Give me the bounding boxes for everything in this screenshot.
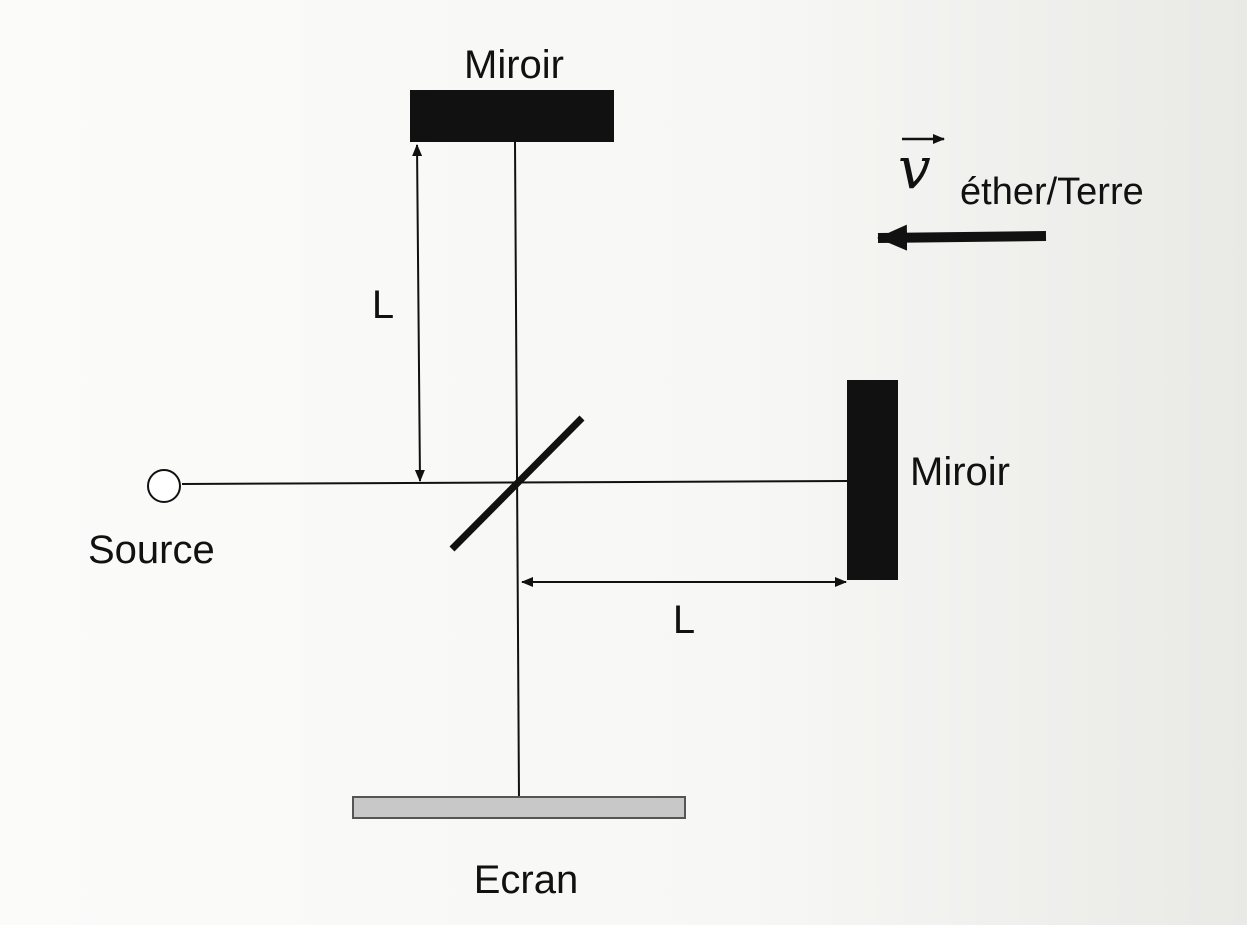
velocity-subscript: éther/Terre	[960, 171, 1144, 213]
screen	[352, 796, 686, 819]
vertical-length-label: L	[372, 283, 394, 327]
vertical-beam	[514, 141, 520, 801]
velocity-symbol: v	[898, 134, 931, 202]
source-circle	[147, 469, 181, 503]
vertical-length-arrow	[412, 144, 425, 482]
right-mirror-label: Miroir	[910, 450, 1010, 494]
screen-label: Ecran	[474, 858, 579, 902]
top-mirror	[410, 90, 614, 142]
top-mirror-label: Miroir	[464, 43, 564, 87]
right-mirror	[847, 380, 898, 580]
source-label: Source	[88, 528, 215, 572]
horizontal-length-label: L	[673, 598, 695, 642]
beam-splitter	[449, 415, 585, 552]
ether-wind-arrow-icon	[877, 224, 1047, 251]
